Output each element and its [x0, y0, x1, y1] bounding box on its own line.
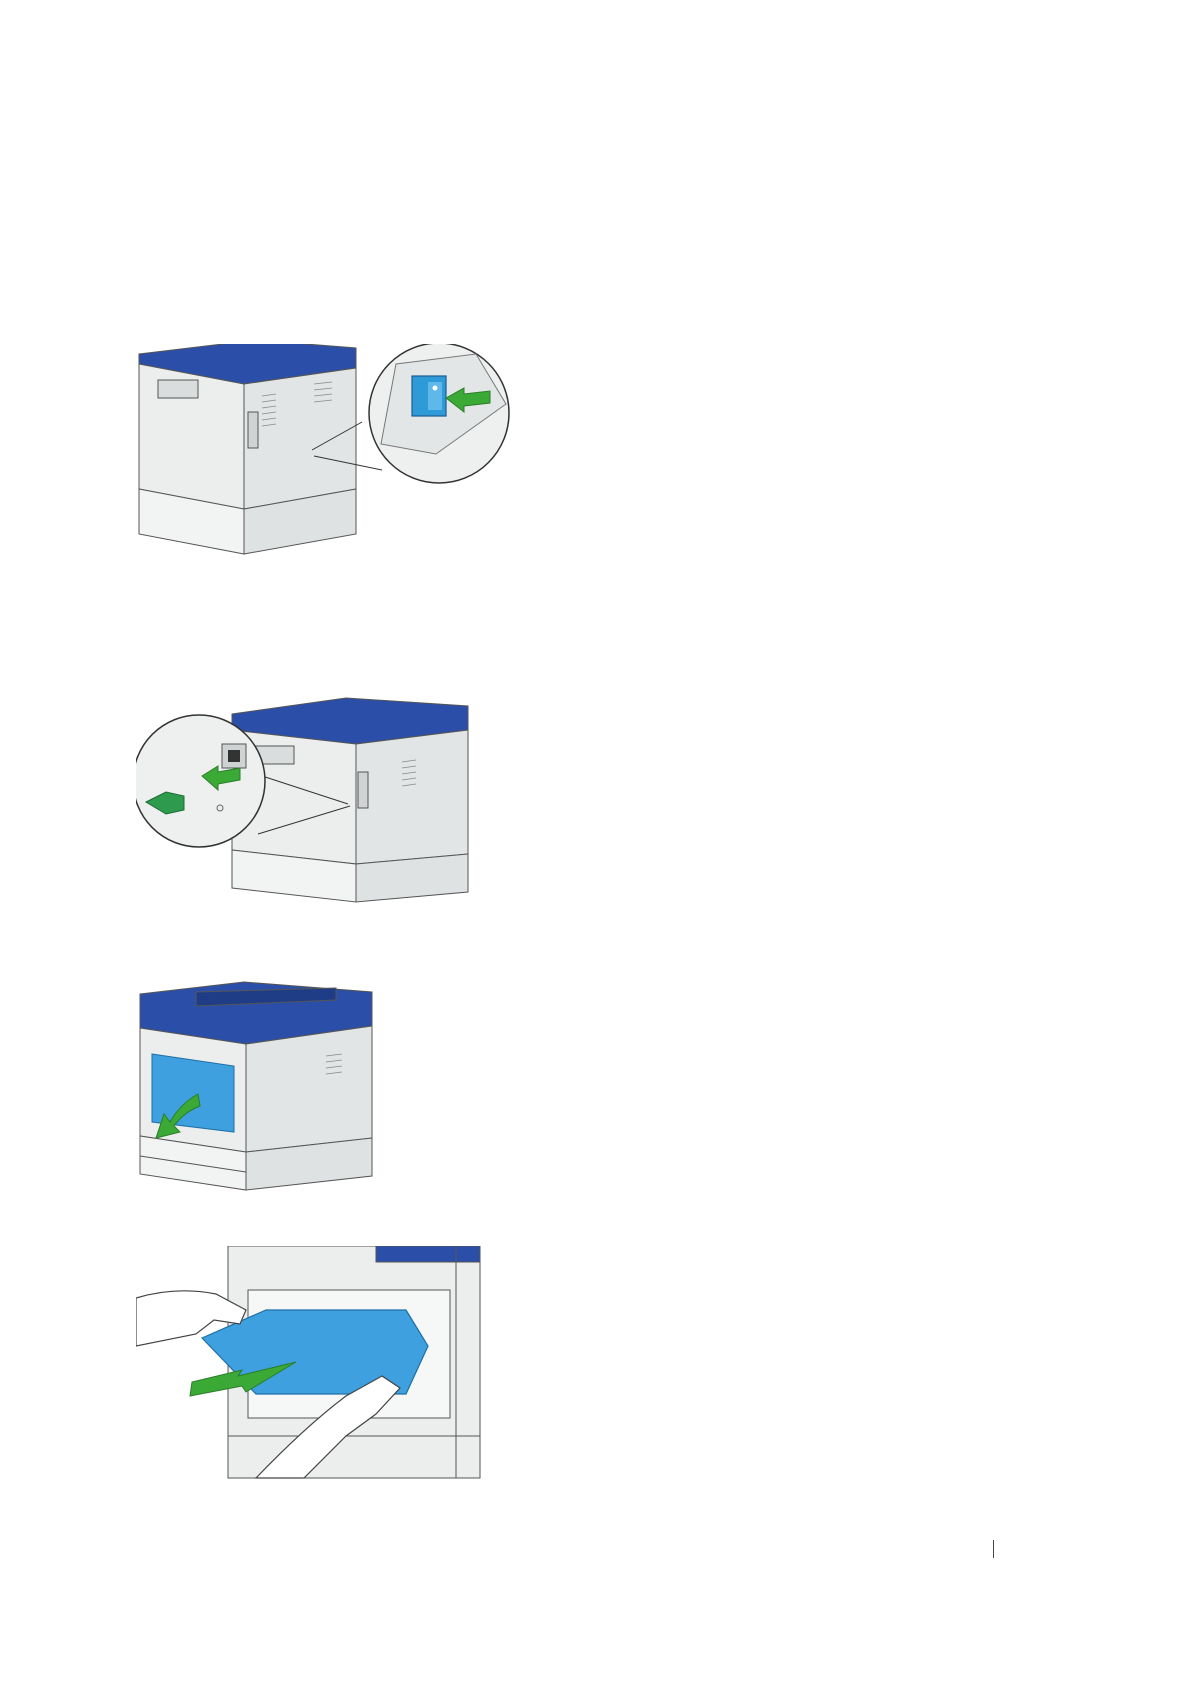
power-plug-icon [136, 715, 265, 847]
power-switch-icon [369, 344, 509, 483]
figure-power-cord [136, 684, 476, 904]
printer-rear-icon [232, 698, 468, 902]
figure-front-cover [136, 962, 374, 1192]
page-number-divider [993, 1540, 994, 1558]
figure-power-switch [136, 344, 542, 556]
printer-rear-icon [139, 344, 356, 554]
figure-bypass-tray [136, 1246, 482, 1480]
